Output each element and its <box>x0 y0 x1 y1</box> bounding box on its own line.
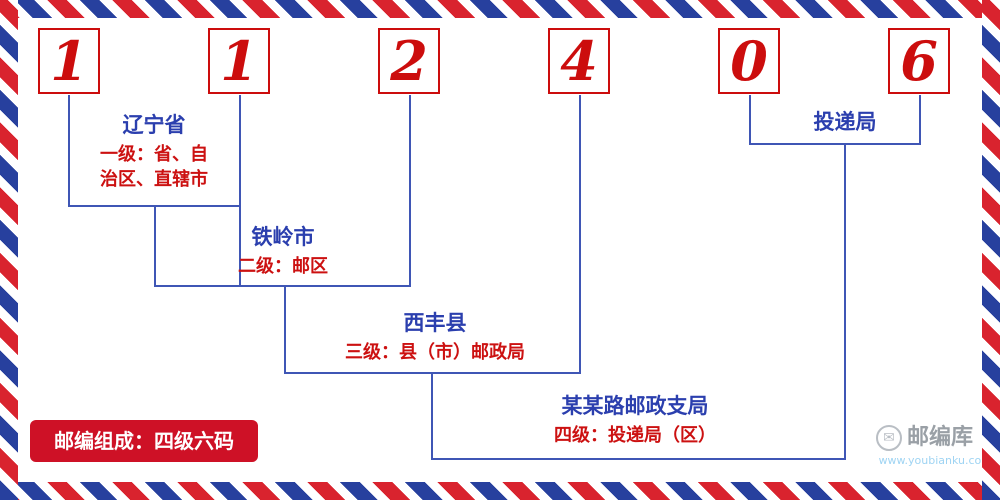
level1-description-line1: 一级：省、自 <box>100 144 208 165</box>
connector-line <box>239 95 241 287</box>
delivery-bureau-annotation: 投递局 <box>770 109 920 135</box>
postal-digit-box: 1 <box>208 28 270 94</box>
connector-line <box>749 95 751 145</box>
level1-description-line2: 治区、直辖市 <box>100 169 208 190</box>
level1-description: 一级：省、自 治区、直辖市 <box>68 142 240 192</box>
airmail-border-bottom <box>0 482 1000 500</box>
postal-digit: 6 <box>900 29 938 93</box>
postal-digit: 4 <box>560 29 598 93</box>
connector-line <box>431 372 433 460</box>
level4-annotation: 某某路邮政支局 四级：投递局（区） <box>515 393 755 448</box>
connector-line <box>409 95 411 287</box>
connector-line <box>749 143 921 145</box>
connector-line <box>154 285 411 287</box>
brand-name: 邮编库 <box>907 425 974 450</box>
postal-digit-box: 0 <box>718 28 780 94</box>
connector-line <box>431 458 846 460</box>
connector-line <box>68 95 70 205</box>
level2-region-name: 铁岭市 <box>251 225 315 249</box>
postal-digit-box: 1 <box>38 28 100 94</box>
level2-annotation: 铁岭市 二级：邮区 <box>195 224 371 279</box>
level3-annotation: 西丰县 三级：县（市）邮政局 <box>325 310 545 365</box>
airmail-border-right <box>982 0 1000 500</box>
connector-line <box>154 205 156 287</box>
postal-digit-box: 6 <box>888 28 950 94</box>
level2-description: 二级：邮区 <box>238 256 328 277</box>
level4-region-name: 某某路邮政支局 <box>561 394 709 418</box>
level3-description: 三级：县（市）邮政局 <box>345 342 525 363</box>
connector-line <box>284 285 286 374</box>
envelope-icon: ✉ <box>876 425 902 451</box>
postal-digit: 0 <box>730 29 768 93</box>
composition-badge: 邮编组成：四级六码 <box>30 420 258 462</box>
level3-region-name: 西丰县 <box>403 311 467 335</box>
airmail-border-left <box>0 0 18 500</box>
level1-annotation: 辽宁省 一级：省、自 治区、直辖市 <box>68 112 240 192</box>
postal-digit: 1 <box>50 29 88 93</box>
postal-digit: 1 <box>220 29 258 93</box>
airmail-border-top <box>0 0 1000 18</box>
brand-url-link[interactable]: www.youbianku.com <box>878 454 992 467</box>
level1-region-name: 辽宁省 <box>122 113 186 137</box>
connector-line <box>579 95 581 374</box>
postal-digit-box: 2 <box>378 28 440 94</box>
postal-digit: 2 <box>390 29 428 93</box>
delivery-bureau-label: 投递局 <box>813 110 877 134</box>
connector-line <box>844 143 846 460</box>
connector-line <box>919 95 921 145</box>
level4-description: 四级：投递局（区） <box>554 425 716 446</box>
postal-digit-box: 4 <box>548 28 610 94</box>
brand-watermark: ✉ 邮编库 www.youbianku.com <box>876 424 992 467</box>
